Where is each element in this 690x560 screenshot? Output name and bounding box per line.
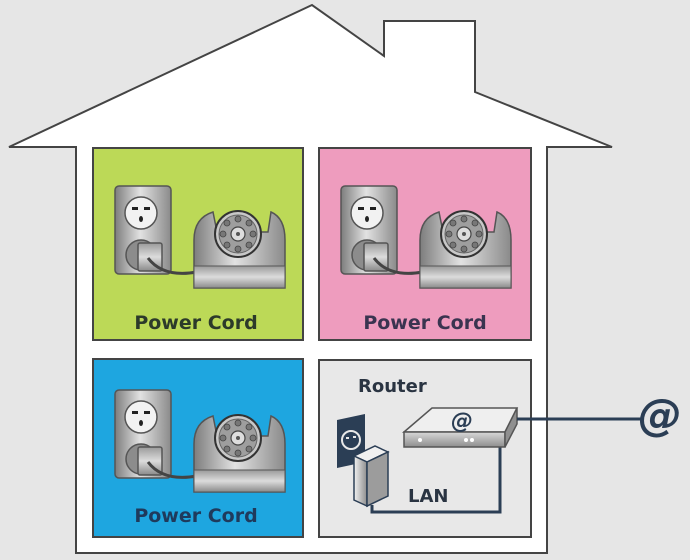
lan-label: LAN [408, 486, 448, 507]
room-green [92, 147, 304, 341]
lan-cable [370, 442, 502, 514]
room-pink-label: Power Cord [363, 312, 486, 334]
room-blue [92, 358, 304, 538]
room-router: @ [318, 359, 532, 538]
room-blue-label: Power Cord [134, 505, 257, 527]
router-icon: @ [401, 407, 519, 448]
room-green-label: Power Cord [134, 312, 257, 334]
internet-at-icon: @ [638, 390, 682, 441]
router-at-glyph: @ [451, 409, 473, 434]
power-adapter-icon [352, 445, 390, 508]
router-label: Router [358, 376, 427, 397]
room-pink [318, 147, 532, 341]
